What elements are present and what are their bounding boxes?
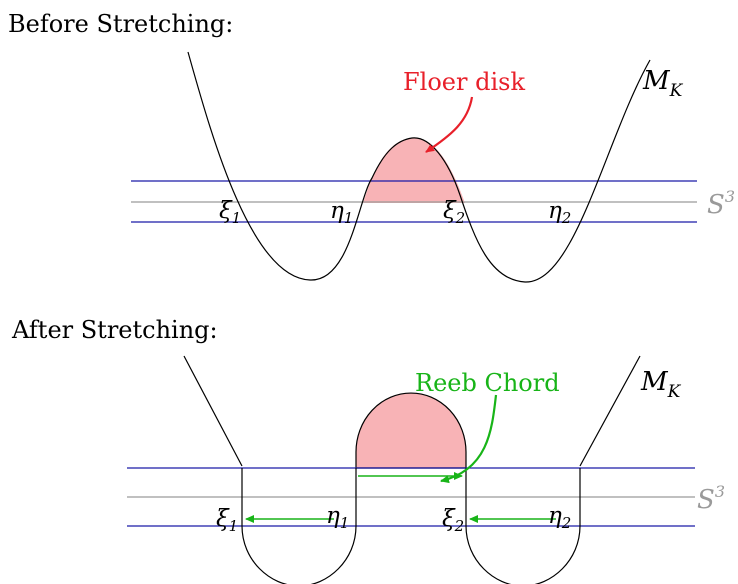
bottom-point-eta1: η1 — [326, 503, 349, 532]
bottom-point-xi2: ξ2 — [442, 506, 464, 535]
reeb-pointer-arrow — [440, 394, 498, 484]
bottom-right-lower-arc — [465, 525, 581, 584]
bottom-sphere-label: S3 — [697, 482, 725, 515]
top-point-xi2: ξ2 — [443, 198, 465, 227]
top-point-eta1: η1 — [330, 198, 353, 227]
top-sphere-label: S3 — [707, 187, 735, 220]
top-manifold-label: MK — [642, 66, 684, 101]
floer-disk-label: Floer disk — [403, 68, 525, 96]
bottom-point-xi1: ξ1 — [216, 506, 238, 535]
top-heading: Before Stretching: — [8, 10, 233, 38]
reeb-chord-label: Reeb Chord — [415, 369, 560, 397]
top-knot-curve — [187, 51, 651, 283]
bottom-disk-region — [355, 392, 467, 469]
floer-arrow — [425, 96, 474, 153]
bottom-manifold-label: MK — [640, 367, 682, 402]
top-point-eta2: η2 — [548, 198, 571, 227]
bottom-right-arm — [579, 355, 641, 467]
bottom-left-arm — [183, 355, 243, 467]
bottom-left-lower-arc — [241, 525, 357, 584]
bottom-point-eta2: η2 — [548, 503, 571, 532]
bottom-heading: After Stretching: — [11, 316, 218, 344]
top-point-xi1: ξ1 — [219, 198, 241, 227]
